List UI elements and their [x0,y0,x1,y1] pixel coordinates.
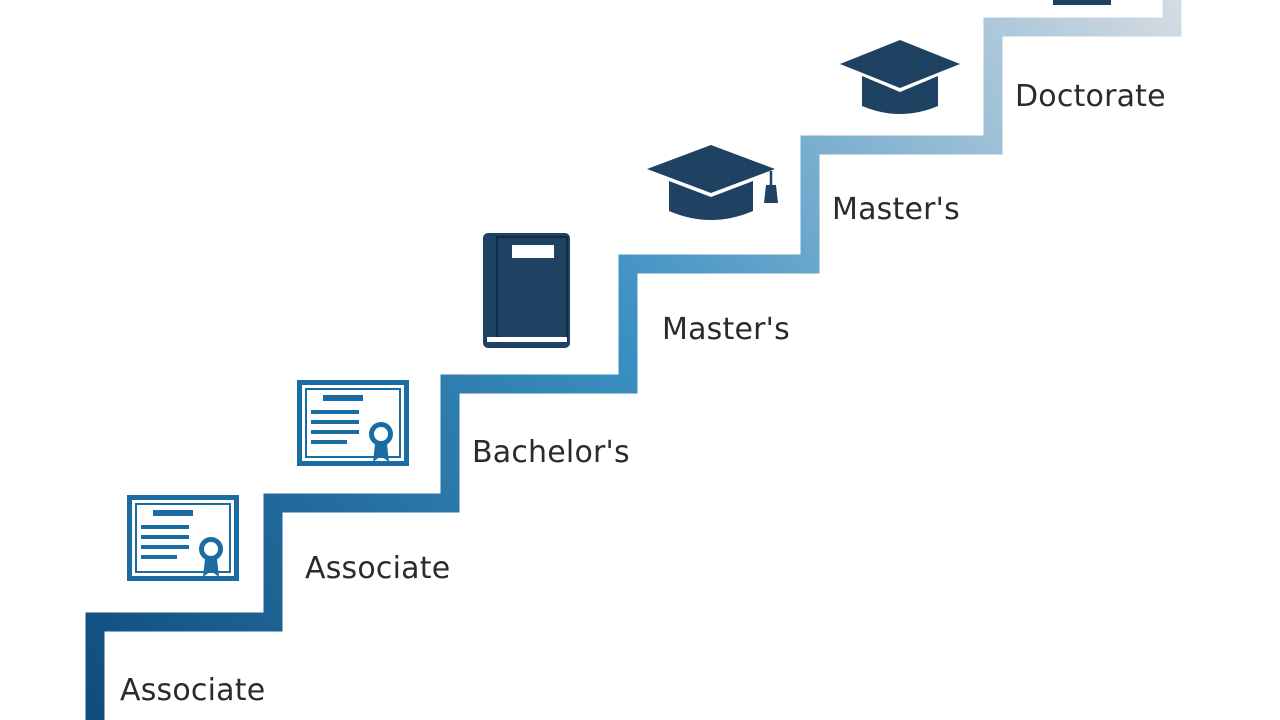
book-icon [483,233,570,348]
certificate-icon [297,380,409,466]
step-label-doctorate: Doctorate [1015,79,1166,114]
graduation-cap-icon [840,40,960,114]
graduation-cap-tassel-icon [647,145,778,220]
step-label-masters-upper: Master's [832,192,960,227]
staircase-line [85,0,1182,720]
certificate-icon [127,495,239,581]
step-label-bachelors: Bachelor's [472,435,630,470]
step-label-associate-base: Associate [120,673,266,708]
step-label-associate: Associate [305,551,451,586]
step-label-masters-lower: Master's [662,312,790,347]
cropped-top-icon [1053,0,1111,5]
